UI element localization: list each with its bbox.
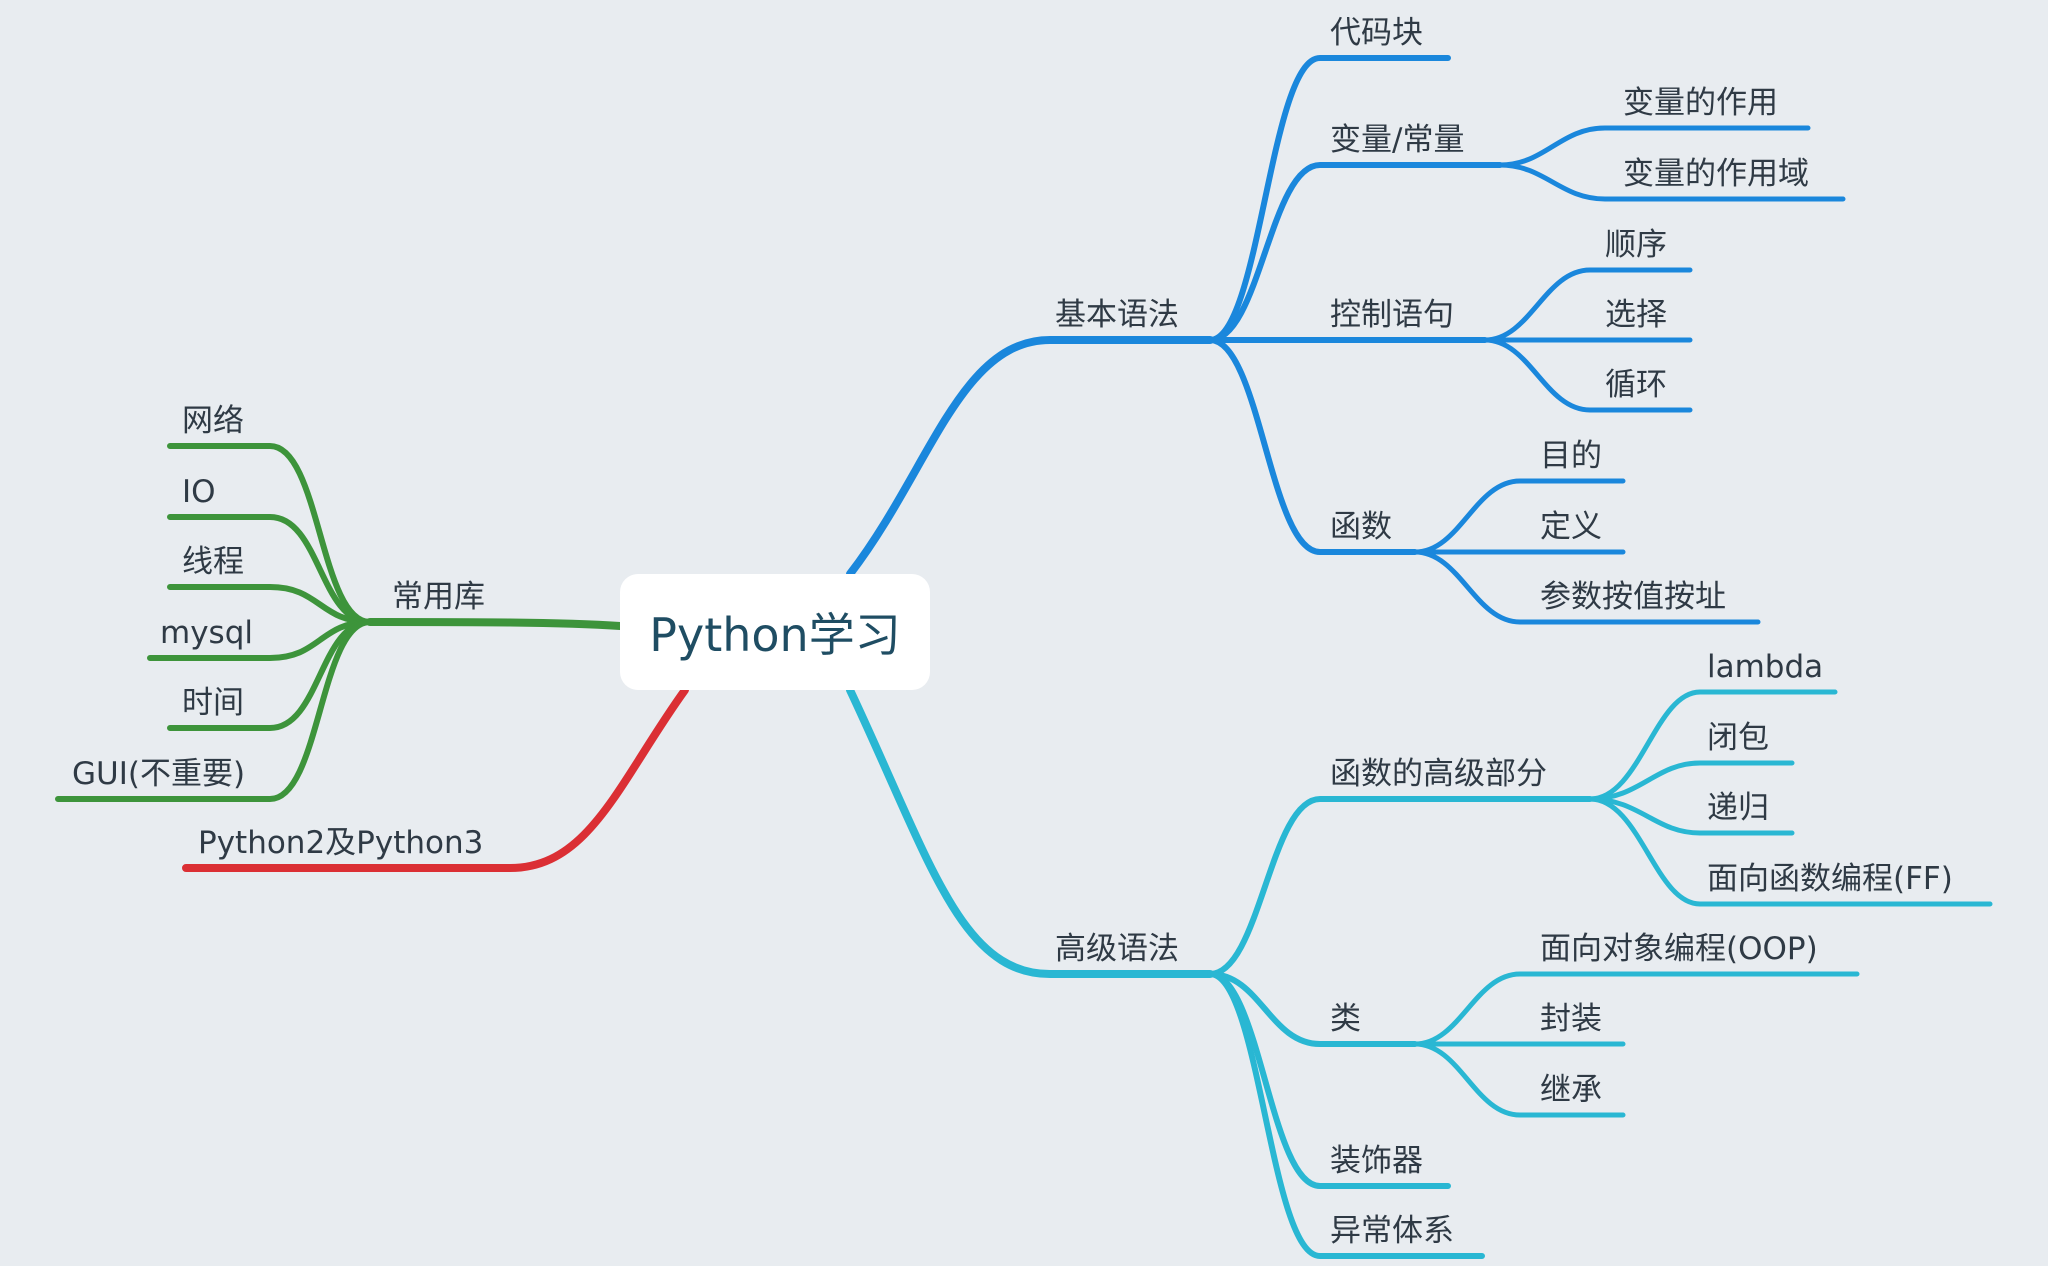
connector-thread — [167, 584, 373, 625]
connector-inheritance — [1412, 1041, 1626, 1118]
topic-basic-syntax[interactable]: 基本语法 — [1055, 297, 1179, 333]
connector-lambda — [1587, 689, 1838, 802]
topic-control[interactable]: 控制语句 — [1330, 297, 1454, 333]
connector-oop — [1412, 971, 1860, 1047]
topic-loop[interactable]: 循环 — [1605, 367, 1667, 403]
topic-sequence[interactable]: 顺序 — [1605, 227, 1667, 263]
branch-versions — [182, 686, 689, 872]
topic-threads[interactable]: 线程 — [182, 544, 244, 580]
topic-lambda[interactable]: lambda — [1707, 649, 1824, 685]
connector-functions — [1207, 337, 1418, 555]
connector-ff — [1587, 796, 1993, 907]
branch-libs — [366, 618, 624, 630]
connector-seq — [1482, 267, 1693, 343]
topic-time[interactable]: 时间 — [182, 685, 244, 721]
topic-decorators[interactable]: 装饰器 — [1330, 1143, 1423, 1179]
connector-var-scope-use — [1497, 125, 1811, 168]
connector-classes — [1207, 971, 1418, 1047]
connector-var-scope — [1497, 162, 1846, 202]
connector-gui — [55, 619, 373, 802]
topic-code-block[interactable]: 代码块 — [1330, 15, 1423, 51]
topic-closure[interactable]: 闭包 — [1707, 720, 1769, 756]
topic-oop[interactable]: 面向对象编程(OOP) — [1540, 931, 1818, 967]
topic-variables[interactable]: 变量/常量 — [1330, 122, 1465, 158]
connector-exceptions — [1207, 971, 1485, 1259]
topic-recursion[interactable]: 递归 — [1707, 790, 1769, 826]
root-node[interactable] — [620, 574, 930, 690]
topic-variable-use[interactable]: 变量的作用 — [1623, 85, 1778, 121]
connector-recursion — [1587, 796, 1795, 836]
topic-functional-programming[interactable]: 面向函数编程(FF) — [1707, 861, 1953, 897]
connector-variables — [1207, 162, 1503, 343]
topic-selection[interactable]: 选择 — [1605, 297, 1667, 333]
connector-func-adv — [1207, 796, 1593, 977]
connector-closure — [1587, 760, 1795, 802]
topic-common-libs[interactable]: 常用库 — [392, 579, 485, 615]
topic-network[interactable]: 网络 — [182, 403, 244, 439]
topic-functions[interactable]: 函数 — [1330, 509, 1392, 545]
topic-purpose[interactable]: 目的 — [1540, 438, 1602, 474]
connector-io — [167, 514, 373, 625]
connector-network — [167, 443, 373, 625]
topic-advanced-syntax[interactable]: 高级语法 — [1055, 931, 1179, 967]
topic-classes[interactable]: 类 — [1330, 1001, 1361, 1037]
connector-params — [1412, 549, 1761, 625]
topic-encapsulation[interactable]: 封装 — [1540, 1001, 1602, 1037]
topic-func-advanced[interactable]: 函数的高级部分 — [1330, 756, 1547, 792]
topic-gui[interactable]: GUI(不重要) — [72, 756, 246, 792]
branch-advanced — [846, 686, 1214, 978]
topic-exceptions[interactable]: 异常体系 — [1330, 1213, 1454, 1249]
topic-mysql[interactable]: mysql — [160, 615, 253, 651]
topic-python-versions[interactable]: Python2及Python3 — [198, 825, 484, 861]
connector-loop — [1482, 337, 1693, 413]
topic-params[interactable]: 参数按值按址 — [1540, 579, 1726, 615]
topic-inheritance[interactable]: 继承 — [1540, 1072, 1602, 1108]
connector-purpose — [1412, 478, 1626, 555]
connector-code-block — [1207, 55, 1451, 343]
root-label: Python学习 — [649, 608, 901, 662]
topic-io[interactable]: IO — [182, 474, 216, 510]
topic-variable-scope[interactable]: 变量的作用域 — [1623, 156, 1809, 192]
topic-definition[interactable]: 定义 — [1540, 509, 1602, 545]
branch-basic — [846, 336, 1214, 578]
